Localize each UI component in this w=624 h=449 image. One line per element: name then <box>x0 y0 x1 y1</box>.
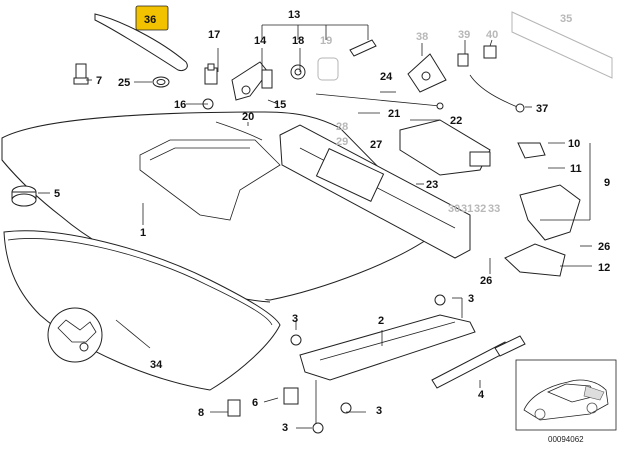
label-10: 10 <box>568 138 580 150</box>
label-6: 6 <box>252 397 258 409</box>
reference-number: 00094062 <box>548 435 584 444</box>
bracket-12 <box>504 243 566 277</box>
hinge-arm-2 <box>299 314 476 381</box>
label-16: 16 <box>174 99 186 111</box>
label-15: 15 <box>274 99 286 111</box>
label-3c: 3 <box>376 405 382 417</box>
trim-strip-35 <box>511 11 613 79</box>
label-35: 35 <box>560 13 572 25</box>
label-27: 27 <box>370 139 382 151</box>
label-26b: 26 <box>480 275 492 287</box>
label-32: 32 <box>474 203 486 215</box>
license-plate-panel <box>279 124 471 259</box>
hinge-parts <box>202 39 377 141</box>
label-21: 21 <box>388 108 400 120</box>
label-7: 7 <box>96 75 102 87</box>
label-26a: 26 <box>598 241 610 253</box>
label-8: 8 <box>198 407 204 419</box>
label-4: 4 <box>478 389 485 401</box>
label-28: 28 <box>336 121 348 133</box>
label-29: 29 <box>336 136 348 148</box>
label-2: 2 <box>378 315 384 327</box>
label-40: 40 <box>486 29 498 41</box>
gas-strut-4 <box>431 335 526 389</box>
label-36: 36 <box>144 14 156 26</box>
label-5: 5 <box>54 188 60 200</box>
label-24: 24 <box>380 71 393 83</box>
label-38: 38 <box>416 31 428 43</box>
part-36-strip <box>94 13 188 71</box>
label-17: 17 <box>208 29 220 41</box>
leader-lines <box>38 39 592 429</box>
label-11: 11 <box>570 163 582 175</box>
label-37: 37 <box>536 103 548 115</box>
label-14: 14 <box>254 35 267 47</box>
car-inset <box>515 359 617 431</box>
lock-actuator-22 <box>399 119 491 176</box>
label-3b: 3 <box>292 313 298 325</box>
label-3d: 3 <box>282 422 288 434</box>
bottom-small-parts <box>227 294 446 434</box>
label-20: 20 <box>242 111 254 123</box>
rubber-stop-5 <box>11 185 37 207</box>
highlight-box-36 <box>135 5 169 31</box>
label-19: 19 <box>320 35 332 47</box>
label-39: 39 <box>458 29 470 41</box>
label-9: 9 <box>604 177 610 189</box>
grommet-25 <box>152 76 170 88</box>
label-23: 23 <box>426 179 438 191</box>
handle-38 <box>407 53 447 93</box>
label-30: 30 <box>448 203 460 215</box>
label-3a: 3 <box>468 293 474 305</box>
label-33: 33 <box>488 203 500 215</box>
label-1: 1 <box>140 227 146 239</box>
label-18: 18 <box>292 35 304 47</box>
label-12: 12 <box>598 262 610 274</box>
buffer-7 <box>73 63 89 85</box>
clips-39-40 <box>457 45 497 67</box>
label-13: 13 <box>288 9 300 21</box>
rod-24-37 <box>315 74 525 113</box>
trunk-seal <box>3 230 281 391</box>
label-34: 34 <box>150 359 163 371</box>
label-25: 25 <box>118 77 130 89</box>
label-31: 31 <box>461 203 473 215</box>
striker-9-bracket <box>517 142 581 241</box>
label-22: 22 <box>450 115 462 127</box>
